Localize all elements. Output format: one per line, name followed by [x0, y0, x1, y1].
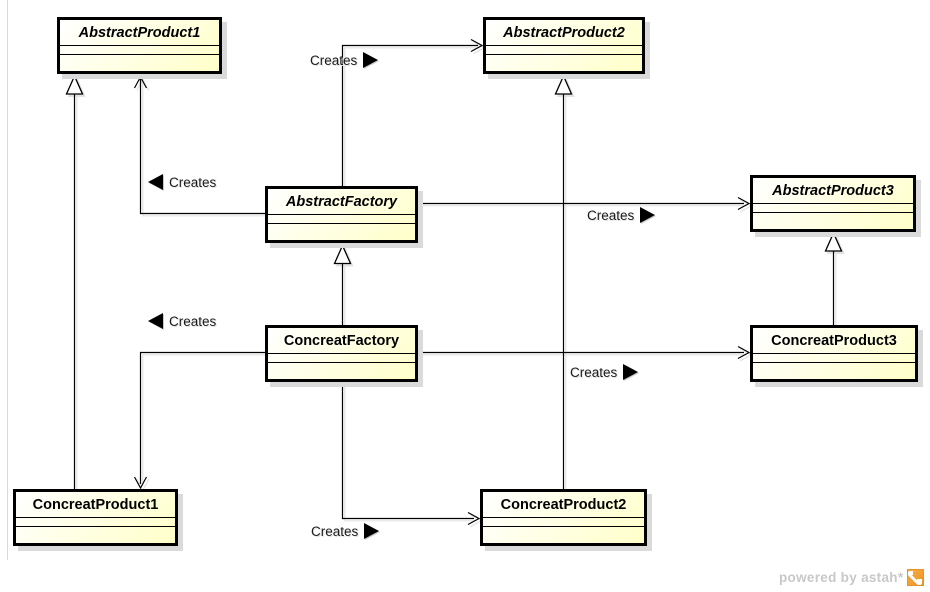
shadow-line [344, 47, 481, 189]
creates-label: Creates [311, 521, 380, 541]
creates-label-text: Creates [311, 523, 359, 539]
triangle-right-icon [363, 52, 379, 68]
open-arrowhead-icon [737, 196, 751, 211]
class-title: ConcreatProduct1 [32, 496, 159, 513]
operations-compartment [60, 54, 219, 71]
attributes-compartment [753, 203, 913, 212]
shadow-arrowhead [136, 78, 150, 91]
generalization-concreatproduct1-abstractproduct1 [65, 74, 84, 489]
class-abstractproduct2: AbstractProduct2 [483, 17, 645, 74]
class-title: AbstractProduct2 [503, 24, 625, 41]
class-abstractproduct1: AbstractProduct1 [57, 17, 222, 74]
triangle-left-icon [148, 313, 163, 329]
creates-concreatfactory-concreatproduct3 [418, 345, 751, 360]
operations-compartment [486, 54, 642, 71]
watermark-text: powered by astah* [779, 570, 904, 585]
class-abstractfactory: AbstractFactory [265, 186, 418, 243]
operations-compartment [753, 212, 913, 229]
triangle-right-icon [623, 364, 639, 380]
attributes-compartment [483, 517, 644, 526]
class-title: AbstractProduct1 [78, 24, 201, 41]
creates-line [341, 383, 474, 520]
shadow-line [142, 354, 268, 487]
attributes-compartment [60, 45, 219, 54]
triangle-right-icon [364, 523, 380, 539]
attributes-compartment [268, 214, 415, 223]
connector-shadows [67, 41, 845, 528]
shadow-line [344, 385, 477, 522]
operations-compartment [16, 526, 175, 543]
operations-compartment [268, 223, 415, 240]
class-concreatproduct1: ConcreatProduct1 [13, 489, 178, 546]
creates-label: Creates [570, 362, 639, 382]
generalization-concreatproduct3-abstractproduct3 [824, 231, 843, 325]
diagram-frame-edge [7, 0, 8, 560]
operations-compartment [753, 362, 915, 379]
creates-abstractfactory-abstractproduct3 [418, 196, 751, 211]
generalization-triangle-icon [65, 74, 84, 95]
creates-line [341, 44, 478, 186]
operations-compartment [268, 362, 415, 379]
class-concreatproduct2: ConcreatProduct2 [480, 489, 647, 546]
creates-label-text: Creates [587, 207, 635, 223]
class-title: ConcreatFactory [283, 332, 400, 349]
operations-compartment [483, 526, 644, 543]
open-arrowhead-icon [133, 75, 148, 89]
creates-label-text: Creates [310, 52, 358, 68]
shadow-line [142, 79, 268, 217]
open-arrowhead-icon [737, 345, 751, 360]
creates-label: Creates [587, 205, 656, 225]
class-title: AbstractProduct3 [772, 182, 894, 199]
open-arrowhead-icon [467, 511, 481, 526]
astah-logo-icon [907, 569, 925, 586]
creates-line [139, 77, 265, 215]
astah-watermark: powered by astah* [779, 569, 925, 586]
attributes-compartment [16, 517, 175, 526]
class-title: ConcreatProduct2 [500, 496, 627, 513]
attributes-compartment [753, 353, 915, 362]
creates-label-text: Creates [169, 174, 217, 190]
creates-concreatfactory-concreatproduct2 [341, 383, 481, 526]
creates-label: Creates [148, 172, 216, 192]
generalization-concreatproduct2-abstractproduct2 [554, 74, 573, 489]
triangle-right-icon [640, 207, 656, 223]
creates-abstractfactory-abstractproduct1 [133, 75, 265, 215]
attributes-compartment [486, 45, 642, 54]
generalization-triangle-icon [554, 74, 573, 95]
class-title: ConcreatProduct3 [771, 332, 897, 349]
creates-label: Creates [148, 311, 216, 331]
class-concreatproduct3: ConcreatProduct3 [750, 325, 918, 382]
attributes-compartment [268, 353, 415, 362]
class-title: AbstractFactory [285, 193, 398, 210]
generalization-concreatfactory-abstractfactory [333, 243, 352, 325]
class-abstractproduct3: AbstractProduct3 [750, 175, 916, 232]
class-concreatfactory: ConcreatFactory [265, 325, 418, 382]
creates-line [139, 351, 265, 484]
creates-label-text: Creates [570, 364, 618, 380]
creates-concreatfactory-concreatproduct1 [133, 351, 265, 490]
generalization-triangle-icon [333, 243, 352, 265]
creates-label: Creates [310, 50, 379, 70]
triangle-left-icon [148, 174, 163, 190]
open-arrowhead-icon [470, 38, 484, 53]
generalization-triangle-icon [824, 231, 843, 252]
creates-label-text: Creates [169, 313, 217, 329]
open-arrowhead-icon [133, 476, 148, 490]
creates-abstractfactory-abstractproduct2 [341, 38, 484, 186]
